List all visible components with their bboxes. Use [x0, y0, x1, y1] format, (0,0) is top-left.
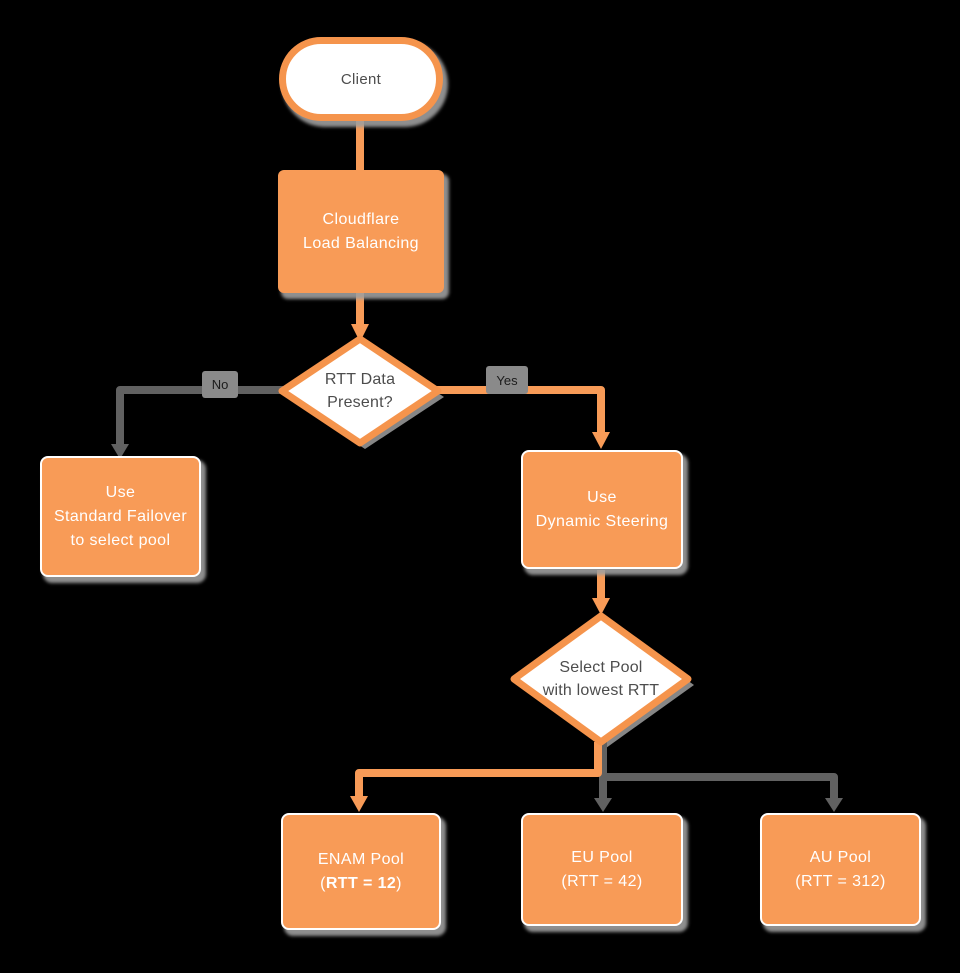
select-pool-line2: with lowest RTT [542, 682, 660, 699]
rtt-present-line2: Present? [327, 394, 393, 411]
connector-rtt-to-dynamic [434, 386, 605, 434]
arrowhead-au [825, 798, 843, 812]
enam-rtt-value: RTT = 12 [325, 874, 397, 892]
node-eu-pool: EU Pool (RTT = 42) [521, 813, 683, 926]
node-dynamic-steering: Use Dynamic Steering [521, 450, 683, 569]
select-pool-diamond [510, 612, 692, 746]
enam-pool-line2: (RTT = 12) [320, 872, 402, 896]
edge-label-yes-text: Yes [496, 372, 518, 388]
node-au-pool: AU Pool (RTT = 312) [760, 813, 921, 926]
arrowhead-select [592, 598, 610, 615]
dynamic-steering-line1: Use [587, 488, 617, 506]
client-label: Client [340, 70, 382, 88]
enam-paren-close: ) [396, 874, 402, 892]
eu-pool-line1: EU Pool [571, 848, 633, 866]
rtt-present-label: RTT Data Present? [285, 368, 435, 414]
node-standard-failover: Use Standard Failover to select pool [40, 456, 201, 577]
edge-label-no-text: No [211, 377, 229, 392]
node-load-balancing: Cloudflare Load Balancing [278, 170, 444, 293]
connector-select-to-au [599, 742, 838, 800]
rtt-present-line1: RTT Data [324, 371, 396, 388]
load-balancing-line2: Load Balancing [303, 234, 419, 252]
enam-pool-line1: ENAM Pool [317, 850, 405, 868]
select-pool-line1: Select Pool [559, 659, 643, 676]
arrowhead-rtt [351, 324, 369, 342]
dynamic-steering-line2: Dynamic Steering [535, 512, 669, 530]
standard-failover-line1: Use [105, 483, 136, 501]
arrowhead-eu [594, 798, 612, 812]
eu-pool-line2: (RTT = 42) [561, 872, 643, 890]
arrowhead-failover [111, 444, 129, 459]
node-client: Client [279, 37, 443, 121]
rtt-present-diamond [278, 335, 442, 447]
connector-rtt-to-failover [116, 386, 286, 450]
edge-label-no: No [202, 371, 238, 398]
au-pool-line1: AU Pool [809, 848, 872, 866]
node-enam-pool: ENAM Pool (RTT = 12) [281, 813, 441, 930]
standard-failover-line3: to select pool [70, 531, 171, 549]
connector-select-to-enam [355, 742, 602, 798]
enam-paren-open: ( [320, 874, 326, 892]
standard-failover-line2: Standard Failover [53, 507, 188, 525]
au-pool-line2: (RTT = 312) [795, 872, 886, 890]
select-pool-label: Select Pool with lowest RTT [511, 656, 691, 702]
arrowhead-enam [350, 796, 368, 812]
arrowhead-dynamic [592, 432, 610, 449]
edge-label-yes: Yes [486, 366, 528, 394]
load-balancing-line1: Cloudflare [322, 210, 400, 228]
